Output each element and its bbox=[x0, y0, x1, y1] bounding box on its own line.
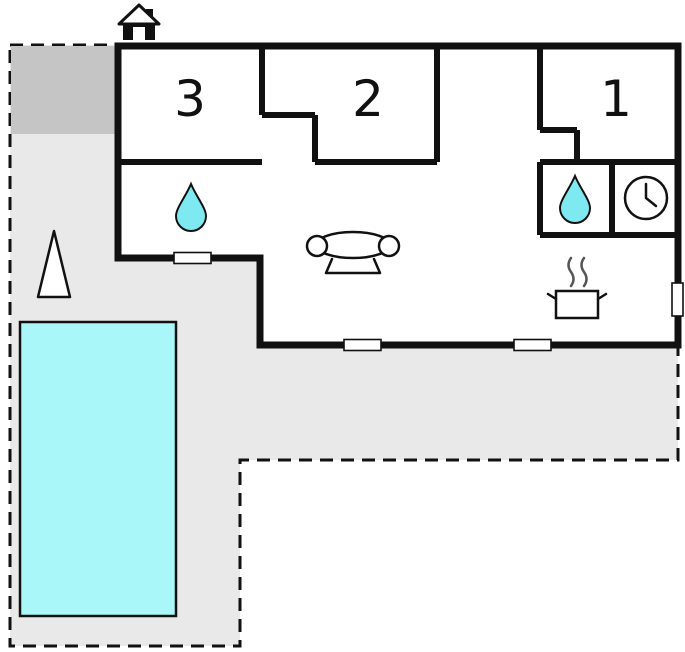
water-drop-icon bbox=[558, 173, 592, 224]
window-kitchen bbox=[513, 338, 552, 352]
terrace-area bbox=[11, 46, 118, 134]
swimming-pool bbox=[18, 320, 178, 618]
steam-icon bbox=[567, 256, 588, 288]
water-drop-icon bbox=[174, 181, 208, 232]
interior-walls bbox=[118, 49, 678, 238]
pot-steam-icon bbox=[546, 256, 608, 320]
window-bathroom-left bbox=[173, 251, 212, 265]
window-markers bbox=[173, 251, 684, 352]
window-living-room bbox=[343, 338, 382, 352]
tree-icon bbox=[36, 229, 72, 299]
door-right-wall bbox=[671, 282, 684, 317]
house-icon bbox=[117, 3, 161, 40]
room-2-label: 2 bbox=[352, 70, 384, 128]
room-1-label: 1 bbox=[600, 70, 632, 128]
room-3-label: 3 bbox=[174, 70, 206, 128]
clock-icon bbox=[623, 175, 669, 221]
sofa-icon bbox=[305, 230, 401, 275]
